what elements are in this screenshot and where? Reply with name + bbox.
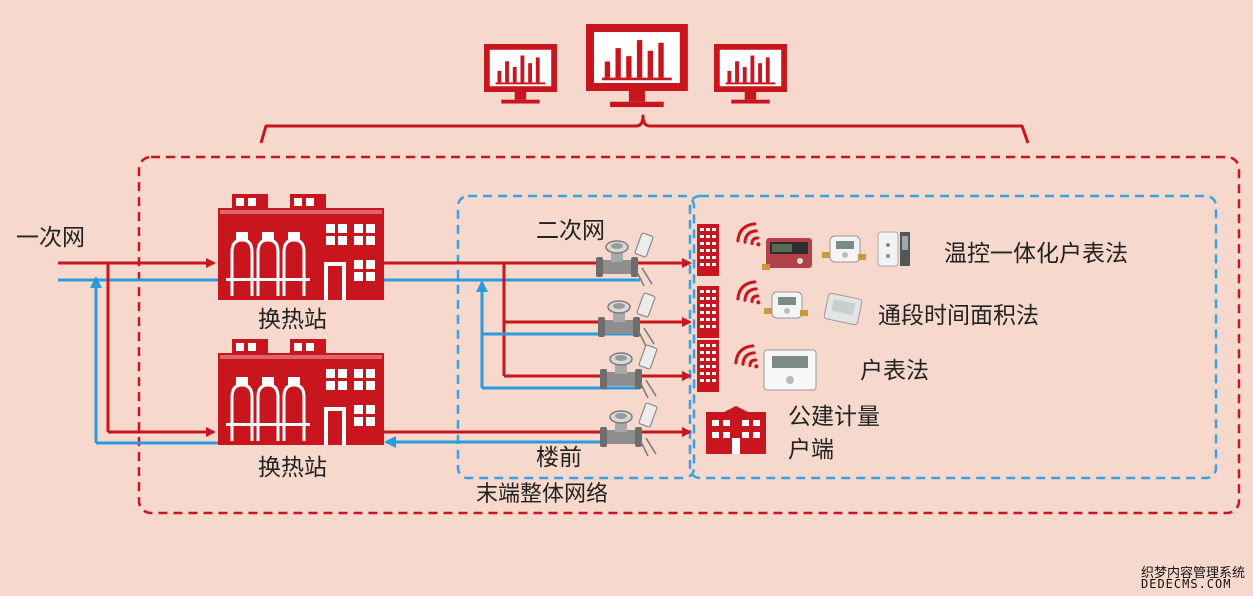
thermostat-device-icon-2	[764, 291, 808, 319]
wall-socket-icon	[877, 231, 910, 267]
before-building-dashed-box	[456, 194, 696, 480]
station-2-label: 换热站	[258, 455, 327, 481]
household-meter-icon	[763, 349, 817, 391]
method-3-label: 户表法	[860, 358, 929, 384]
outer-dashed-boundary	[137, 155, 1241, 515]
method-1-label: 温控一体化户表法	[944, 241, 1128, 267]
terminal-network-label: 末端整体网络	[476, 482, 609, 507]
public-metering-label-line1: 公建计量	[788, 404, 880, 430]
before-building-label: 楼前	[536, 445, 582, 471]
thermostat-device-icon-1	[822, 235, 866, 263]
public-metering-label-line2: 户端	[788, 437, 834, 463]
station-1-label: 换热站	[258, 307, 327, 333]
room-thermostat-icon	[823, 292, 863, 326]
primary-network-label: 一次网	[16, 225, 85, 251]
secondary-network-label: 二次网	[536, 218, 605, 244]
secondary-network-pipes	[384, 258, 692, 448]
watermark-line2: DEDECMS.COM	[1141, 577, 1232, 591]
public-building-icon	[706, 406, 766, 454]
primary-network-pipes	[58, 258, 218, 445]
user-end-dashed-box	[688, 194, 1218, 480]
top-brace	[259, 114, 1030, 144]
method-2-label: 通段时间面积法	[878, 303, 1039, 329]
watermark-line1: 织梦内容管理系统	[1141, 566, 1246, 581]
